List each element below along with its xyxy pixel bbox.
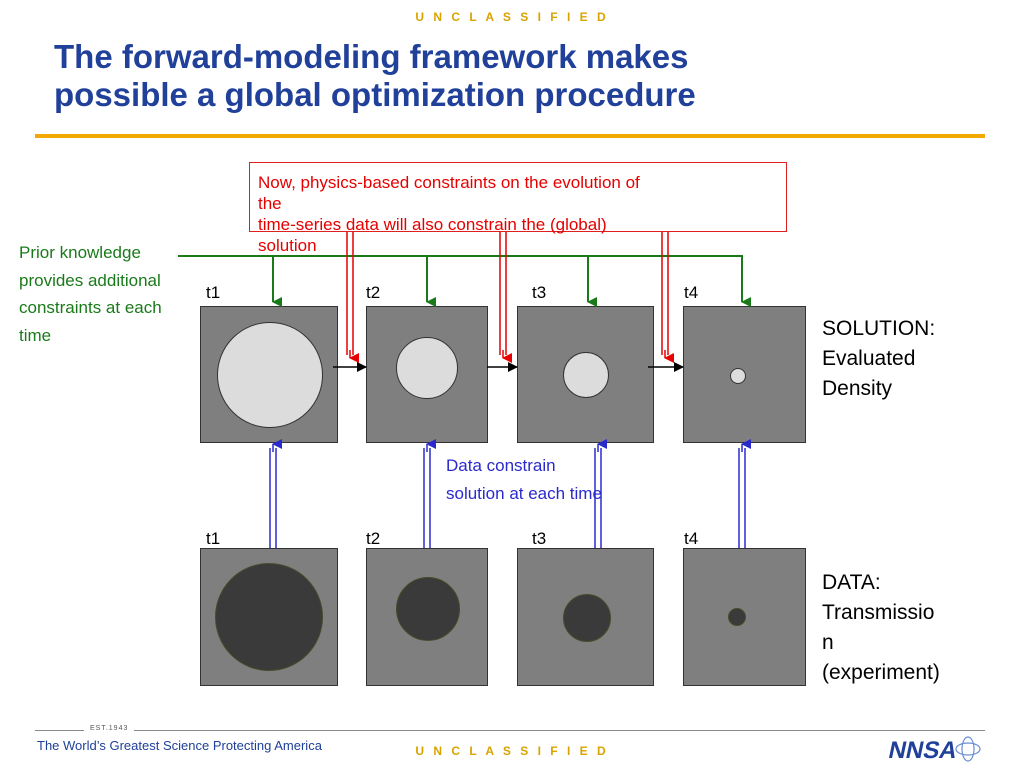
footer-tagline: The World’s Greatest Science Protecting … xyxy=(37,738,322,753)
transmission-blob xyxy=(563,594,611,642)
slide-title-line-2: possible a global optimization procedure xyxy=(54,76,696,113)
data-constraint-arrows xyxy=(269,439,751,548)
data-label-line-3: n xyxy=(822,631,834,654)
solution-time-label-t1: t1 xyxy=(206,283,221,302)
data-time-label-t4: t4 xyxy=(684,529,699,548)
footer-established: EST.1943 xyxy=(84,725,135,732)
data-row-label: DATA: Transmissio n (experiment) xyxy=(822,568,972,688)
data-time-label-t2: t2 xyxy=(366,529,381,548)
physics-constraint-arrows xyxy=(346,232,674,363)
solution-label-line-1: SOLUTION: xyxy=(822,317,936,340)
transmission-blob xyxy=(728,608,746,626)
slide-title: The forward-modeling framework makes pos… xyxy=(54,38,954,114)
data-panel-t4 xyxy=(683,548,806,686)
solution-density-blob xyxy=(217,322,323,428)
solution-density-blob xyxy=(563,352,609,398)
physics-callout-text: Now, physics-based constraints on the ev… xyxy=(258,172,778,256)
solution-panel-t2 xyxy=(366,306,488,443)
data-panel-t1 xyxy=(200,548,338,686)
header-classification: U N C L A S S I F I E D xyxy=(415,10,609,24)
callout-line-3: time-series data will also constrain the… xyxy=(258,215,607,234)
physics-callout-box xyxy=(249,162,787,232)
data-label-line-2: Transmissio xyxy=(822,601,935,624)
transmission-blob xyxy=(215,563,323,671)
callout-line-2: the xyxy=(258,194,282,213)
solution-time-label-t4: t4 xyxy=(684,283,699,302)
solution-panel-t4 xyxy=(683,306,806,443)
atom-orbit-icon xyxy=(961,736,975,762)
solution-time-label-t3: t3 xyxy=(532,283,547,302)
solution-panel-t3 xyxy=(517,306,654,443)
atom-orbit-icon xyxy=(955,742,981,756)
footer-divider xyxy=(35,730,985,731)
prior-knowledge-note: Prior knowledge provides additional cons… xyxy=(19,243,162,345)
solution-label-line-2: Evaluated xyxy=(822,347,916,370)
prior-bus-line xyxy=(178,255,751,307)
solution-label-line-3: Density xyxy=(822,377,893,400)
nnsa-logo: NNSA xyxy=(886,736,981,762)
transmission-blob xyxy=(396,577,460,641)
title-divider xyxy=(35,134,985,138)
data-panel-t3 xyxy=(517,548,654,686)
callout-line-1: Now, physics-based constraints on the ev… xyxy=(258,173,640,192)
data-time-label-t3: t3 xyxy=(532,529,547,548)
solution-density-blob xyxy=(730,368,746,384)
footer-classification: U N C L A S S I F I E D xyxy=(415,744,609,758)
data-label-line-1: DATA: xyxy=(822,571,881,594)
solution-time-label-t2: t2 xyxy=(366,283,381,302)
solution-row-label: SOLUTION: Evaluated Density xyxy=(822,314,1002,404)
solution-density-blob xyxy=(396,337,458,399)
data-label-line-4: (experiment) xyxy=(822,661,940,684)
prior-knowledge-arrows xyxy=(178,255,751,307)
data-constraint-note: Data constrain solution at each time xyxy=(446,456,602,503)
data-panel-t2 xyxy=(366,548,488,686)
data-time-label-t1: t1 xyxy=(206,529,221,548)
nnsa-logo-text: NNSA xyxy=(886,737,960,762)
slide-title-line-1: The forward-modeling framework makes xyxy=(54,38,689,75)
callout-line-4: solution xyxy=(258,236,317,255)
solution-panel-t1 xyxy=(200,306,338,443)
